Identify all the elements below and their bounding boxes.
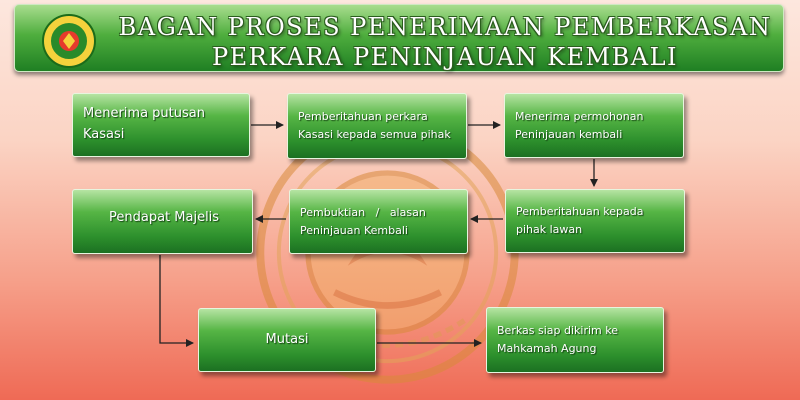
court-emblem-icon: [42, 14, 96, 68]
node-label-line-1: Berkas siap dikirim ke: [497, 324, 618, 338]
title-line-1: BAGAN PROSES PENERIMAAN PEMBERKASAN: [118, 13, 772, 41]
node-menerima-putusan-kasasi: Menerima putusan Kasasi: [72, 93, 250, 157]
node-label-line-2: Peninjauan kembali: [515, 127, 623, 141]
node-label-line-2: Peninjauan Kembali: [300, 223, 408, 237]
node-pembuktian-alasan: Pembuktian / alasan Peninjauan Kembali: [289, 189, 468, 254]
title-line-2: PERKARA PENINJAUAN KEMBALI: [211, 43, 679, 71]
node-label-line-1: Pemberitahuan kepada: [516, 205, 644, 219]
arrow-pendapat-to-mutasi: [159, 255, 194, 347]
node-pemberitahuan-pihak-lawan: Pemberitahuan kepada pihak lawan: [505, 189, 685, 253]
node-pendapat-majelis: Pendapat Majelis: [72, 189, 253, 254]
node-label: Menerima putusan Kasasi: [83, 106, 205, 142]
node-label-line-1: Pembuktian / alasan: [300, 205, 426, 219]
node-label-line-2: Kasasi kepada semua pihak: [298, 128, 451, 141]
node-label-line-1: Pemberitahuan perkara: [298, 110, 428, 124]
node-mutasi: Mutasi: [198, 308, 376, 372]
node-pemberitahuan-perkara: Pemberitahuan perkara Kasasi kepada semu…: [287, 93, 467, 159]
node-label-line-2: Mahkamah Agung: [497, 342, 597, 355]
node-label: Pendapat Majelis: [109, 210, 220, 225]
title-banner: BAGAN PROSES PENERIMAAN PEMBERKASAN PERK…: [14, 4, 784, 72]
node-berkas-siap: Berkas siap dikirim ke Mahkamah Agung: [486, 307, 664, 373]
node-label-line-1: Menerima permohonan: [515, 109, 644, 123]
node-label: Mutasi: [265, 331, 309, 347]
node-menerima-permohonan: Menerima permohonan Peninjauan kembali: [504, 93, 684, 158]
node-label-line-2: pihak lawan: [516, 223, 583, 236]
